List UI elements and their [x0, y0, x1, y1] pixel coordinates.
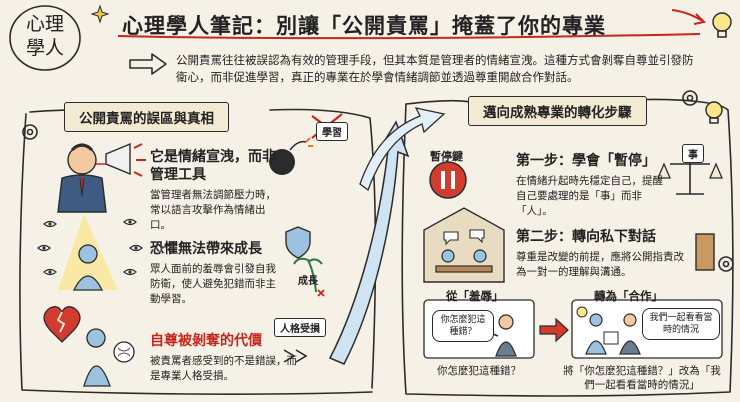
left-item-3: 自尊被剝奪的代價 被責罵者感受到的不是錯誤，而是專業人格受損。 [150, 332, 300, 384]
left-item-1: 它是情緒宣洩，而非管理工具 當管理者無法調節壓力時，常以語言攻擊作為情緒出口。 [150, 148, 280, 233]
angry-manager-illustration [57, 142, 146, 213]
left-item-2-heading: 恐懼無法帶來成長 [150, 241, 262, 257]
broken-heart-icon [43, 306, 81, 343]
personality-damaged-tag: 人格受損 [274, 318, 326, 337]
step-1-heading: 第一步：學會「暫停」 [516, 153, 656, 169]
left-item-2: 恐懼無法帶來成長 眾人面前的羞辱會引發自我防衛，使人避免犯錯而非主動學習。 [150, 240, 280, 307]
from-speech-bubble: 你怎麼犯這種錯？ [432, 310, 494, 342]
left-item-3-heading: 自尊被剝奪的代價 [150, 333, 262, 349]
learning-tag: 學習 [316, 122, 348, 141]
growth-tag: 成長 [298, 276, 318, 287]
door-icon [695, 233, 715, 271]
step-1: 第一步：學會「暫停」 在情緒升起時先穩定自己，提醒自己要處理的是「事」而非「人」… [516, 152, 666, 219]
pause-button-icon [429, 161, 467, 199]
from-label: 從「羞辱」 [446, 289, 504, 303]
private-meeting-illustration [423, 207, 505, 283]
logo: 心理學人 [8, 4, 82, 70]
from-caption: 你怎麼犯這種錯？ [437, 365, 521, 377]
accusing-figure-illustration [487, 314, 517, 357]
to-caption: 將「你怎麼犯這種錯？」改為「我們一起看看當時的情況」 [563, 365, 721, 391]
left-item-1-heading: 它是情緒宣洩，而非管理工具 [150, 149, 276, 183]
right-panel-title: 邁向成熟專業的轉化步驟 [468, 96, 647, 126]
title-arrow [671, 9, 707, 25]
lightbulb-icon [712, 12, 732, 38]
right-panel-frame [401, 98, 734, 397]
gear-icon [718, 256, 734, 272]
to-speech-bubble: 我們一起看看當時的情況 [642, 308, 720, 340]
step-2-body: 尊重是改變的前提，應將公開指責改為一對一的理解與溝通。 [516, 251, 684, 278]
sparkle-icon [90, 4, 110, 24]
scale-icon [657, 160, 723, 195]
sad-figure-illustration [83, 328, 135, 387]
step-1-body: 在情緒升起時先穩定自己，提醒自己要處理的是「事」而非「人」。 [516, 175, 663, 217]
upward-arrow-icon [359, 107, 446, 192]
left-item-2-body: 眾人面前的羞辱會引發自我防衛，使人避免犯錯而非主動學習。 [150, 263, 276, 305]
logo-text: 心理學人 [25, 13, 64, 59]
bomb-icon [269, 137, 313, 175]
step-2: 第二步：轉向私下對話 尊重是改變的前提，應將公開指責改為一對一的理解與溝通。 [516, 228, 692, 280]
wilting-plant-icon [293, 257, 325, 297]
left-panel-title: 公開責罵的誤區與真相 [64, 102, 229, 132]
collaborating-figures-illustration [585, 313, 641, 355]
intro-arrow-icon [129, 53, 167, 75]
pause-sign: 暫停鍵 [430, 150, 463, 163]
gear-icon [682, 90, 698, 106]
left-item-3-body: 被責罵者感受到的不是錯誤，而是專業人格受損。 [150, 355, 297, 382]
matter-tag: 事 [682, 144, 704, 163]
gear-icon [22, 124, 38, 140]
arrow-right-icon [539, 317, 569, 343]
watching-eyes-icon [37, 218, 143, 276]
shield-icon [285, 226, 311, 259]
intro-text: 公開責罵往往被誤認為有效的管理手段，但其本質是管理者的情緒宣洩。這種方式會剝奪自… [176, 53, 694, 84]
title-underline [117, 33, 701, 40]
chevron-right-icon [283, 349, 308, 363]
logo-circle [9, 5, 81, 71]
left-item-1-body: 當管理者無法調節壓力時，常以語言攻擊作為情緒出口。 [150, 189, 276, 231]
lightbulb-icon [576, 306, 588, 318]
to-label: 轉為「合作」 [594, 289, 663, 303]
growth-arrow-icon [328, 120, 410, 365]
lightbulb-icon [705, 101, 723, 124]
spotlight-person-illustration [58, 214, 118, 291]
step-2-heading: 第二步：轉向私下對話 [516, 229, 656, 245]
page-title: 心理學人筆記：別讓「公開責罵」掩蓋了你的專業 [122, 14, 606, 38]
